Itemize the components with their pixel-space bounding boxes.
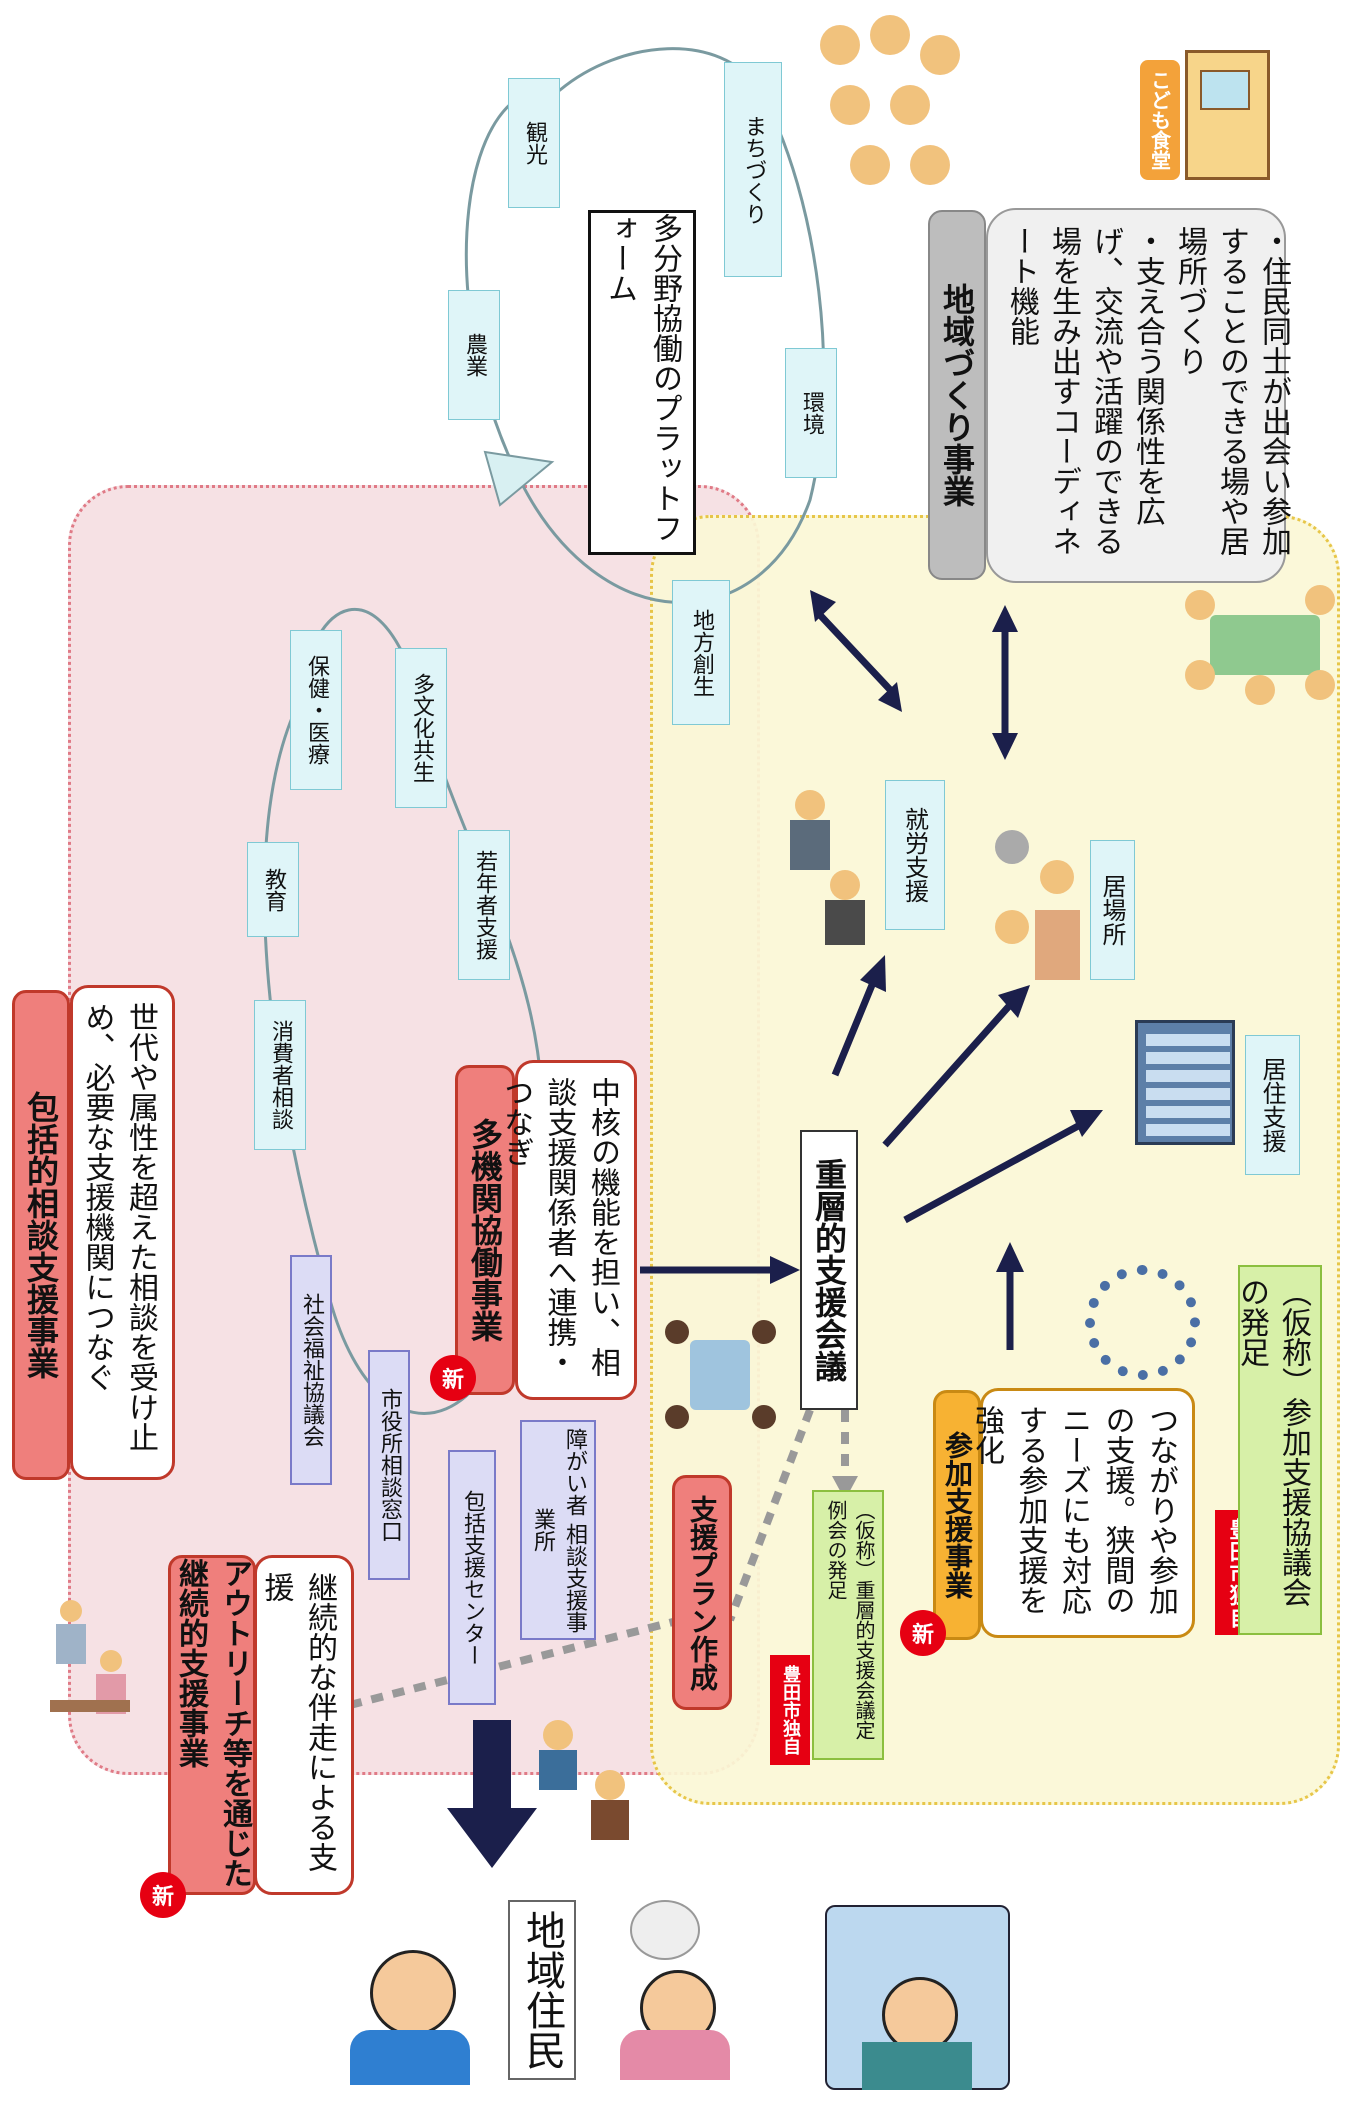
social-welfare-council: 社会福祉協議会 xyxy=(290,1255,332,1485)
platform-tag-tourism: 観光 xyxy=(508,78,560,208)
residents-label: 地域住民 xyxy=(508,1900,576,2080)
support-plan-label: 支援プラン作成 xyxy=(672,1475,732,1710)
ibasho-illustration xyxy=(985,820,1085,985)
consult-title: 包括的相談支援事業 xyxy=(12,990,70,1480)
employment-illustration xyxy=(790,770,870,950)
consult-description: 世代や属性を超えた相談を受け止め、必要な支援機関につなぐ xyxy=(70,985,175,1480)
community-illustration xyxy=(1180,580,1345,715)
housing-building-illustration xyxy=(1135,1020,1235,1145)
chiiki-title: 地域づくり事業 xyxy=(928,210,986,580)
participation-title: 参加支援事業 xyxy=(933,1390,981,1640)
juso-teirei-note: （仮称）重層的支援会議定例会の発足 xyxy=(812,1490,884,1760)
kodomo-shokudo-illustration: こども食堂 xyxy=(1140,40,1275,190)
city-hall-counter: 市役所相談窓口 xyxy=(368,1350,410,1580)
employment-support-tag: 就労支援 xyxy=(885,780,945,930)
ibasho-tag: 居場所 xyxy=(1090,840,1135,980)
ring-tag-health: 保健・医療 xyxy=(290,630,342,790)
ring-tag-multicultural: 多文化共生 xyxy=(395,648,447,808)
outreach-new-badge: 新 xyxy=(140,1872,186,1918)
outreach-description: 継続的な伴走による支援 xyxy=(254,1555,354,1895)
multi-agency-description: 中核の機能を担い、相談支援関係者へ連携・つなぎ xyxy=(498,1060,637,1400)
participation-description: つながりや参加の支援。狭間のニーズにも対応する参加支援を強化 xyxy=(969,1388,1195,1638)
multi-agency-title: 多機関協働事業 xyxy=(455,1065,515,1395)
meeting-illustration xyxy=(535,1700,640,1845)
juso-meeting-box: 重層的支援会議 xyxy=(800,1130,858,1410)
participation-circle-illustration xyxy=(1085,1265,1200,1380)
participation-new-badge: 新 xyxy=(900,1610,946,1656)
platform-tag-agriculture: 農業 xyxy=(448,290,500,420)
resident-person-1-illustration xyxy=(330,1930,490,2090)
ring-tag-youth: 若年者支援 xyxy=(458,830,510,980)
multi-agency-new-badge: 新 xyxy=(430,1355,476,1401)
ring-tag-consumer: 消費者相談 xyxy=(254,1000,306,1150)
toyota-independent-badge-1: 豊田市独自 xyxy=(770,1655,810,1765)
crowd-illustration xyxy=(810,15,970,210)
platform-tag-environment: 環境 xyxy=(785,348,837,478)
meeting-table-illustration xyxy=(660,1310,780,1440)
platform-box: 多分野協働のプラットフォーム xyxy=(588,210,696,555)
platform-tag-regional-revitalization: 地方創生 xyxy=(672,580,730,725)
housing-support-tag: 居住支援 xyxy=(1245,1035,1300,1175)
disability-support-office: 障がい者 相談支援事業所 xyxy=(520,1420,596,1640)
chiiki-description: ・住民同士が出会い参加することのできる場や居場所づくり ・支え合う関係性を広げ、… xyxy=(986,208,1291,583)
resident-person-3-illustration xyxy=(825,1905,1010,2090)
resident-person-2-illustration xyxy=(600,1900,750,2080)
comprehensive-support-center: 包括支援センター xyxy=(448,1450,496,1705)
participation-council-note: （仮称）参加支援協議会の発足 xyxy=(1234,1265,1322,1635)
platform-tag-machizukuri: まちづくり xyxy=(724,62,782,277)
outreach-illustration xyxy=(40,1590,140,1740)
outreach-title: アウトリーチ等を通じた継続的支援事業 xyxy=(168,1555,256,1895)
ring-tag-education: 教育 xyxy=(247,842,299,937)
